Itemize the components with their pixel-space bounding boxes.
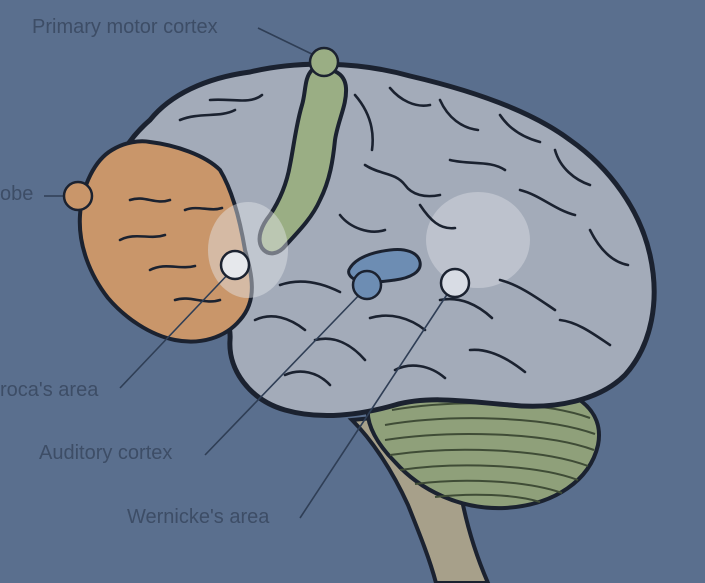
callout-lines — [44, 27, 451, 519]
brain-folds — [118, 86, 630, 387]
label-auditory-cortex: Auditory cortex — [39, 442, 173, 464]
label-wernickes-area: Wernicke's area — [127, 506, 270, 528]
label-primary-motor-cortex: Primary motor cortex — [32, 16, 218, 38]
frontal-lobe-region — [77, 139, 254, 344]
broca-callout-line — [119, 269, 233, 389]
label-brocas-area: roca's area — [0, 379, 99, 401]
label-frontal-lobe: obe — [0, 183, 34, 205]
motor-callout-line — [257, 27, 319, 58]
broca-marker — [219, 249, 251, 281]
auditory-callout-line — [204, 291, 363, 456]
cerebellum-folds — [384, 402, 596, 503]
wernicke-highlight — [426, 192, 530, 288]
lobe-marker — [62, 180, 94, 212]
motor-marker — [308, 46, 340, 78]
auditory-marker — [351, 269, 383, 301]
wernicke-callout-line — [299, 289, 451, 519]
wernicke-marker — [439, 267, 471, 299]
motor-cortex-region — [257, 66, 349, 256]
